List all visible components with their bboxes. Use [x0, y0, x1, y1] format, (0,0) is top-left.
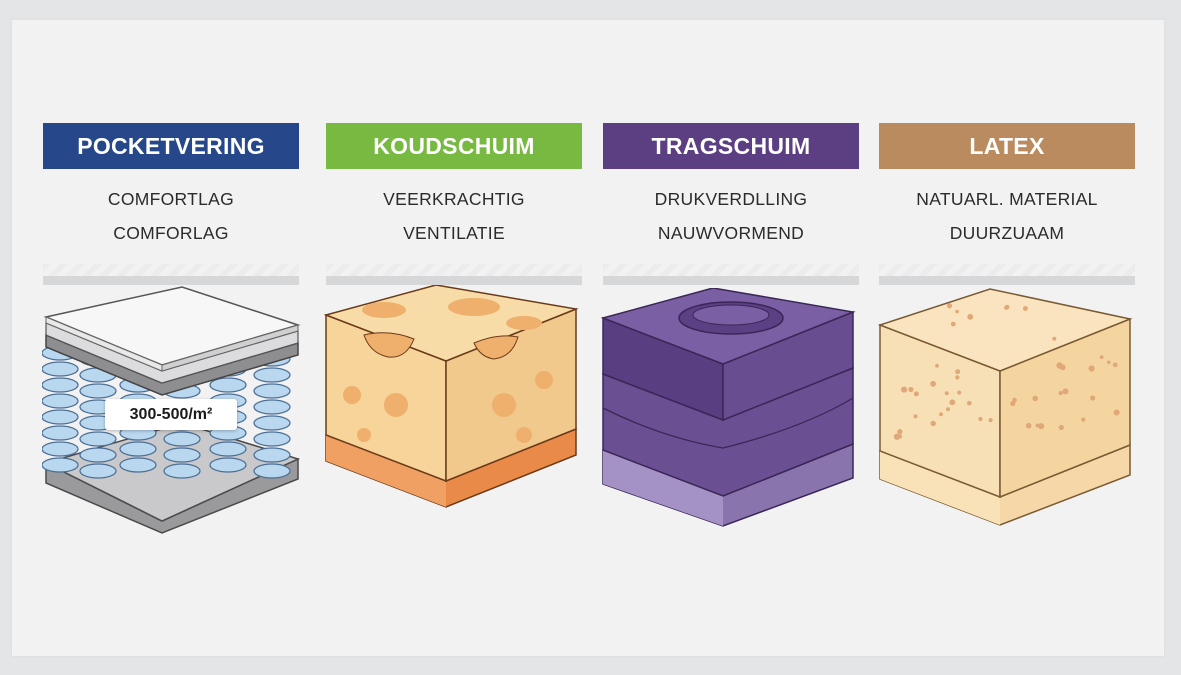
spring-coil — [253, 415, 291, 431]
spring-coil — [42, 409, 79, 425]
pocket-spring-mattress-icon — [42, 286, 301, 534]
latex-pore — [897, 434, 903, 439]
spring-coil — [209, 457, 247, 473]
spring-coil — [42, 457, 79, 473]
latex-pore — [955, 375, 960, 380]
latex-pore — [1107, 360, 1111, 365]
spring-coil — [79, 383, 117, 399]
latex-pore — [950, 321, 956, 327]
spring-coil — [209, 377, 247, 393]
latex-pore — [913, 391, 919, 397]
header-pocketvering: POCKETVERING — [43, 123, 299, 169]
spring-coil — [253, 463, 291, 479]
spring-coil — [253, 383, 291, 399]
latex-pore — [1113, 409, 1120, 416]
latex-pore — [1081, 417, 1086, 422]
spring-coil — [42, 361, 79, 377]
latex-block-icon — [878, 288, 1133, 526]
latex-pore — [1010, 400, 1016, 407]
feature-tragschuim-1: DRUKVERDLLING — [654, 189, 808, 209]
spring-density-badge: 300-500/m² — [105, 399, 237, 430]
latex-pore — [978, 416, 983, 422]
latex-pore — [935, 363, 939, 368]
column-koudschuim: KOUDSCHUIM VEERKRACHTIG VENTILATIE — [326, 123, 582, 244]
latex-pore — [988, 418, 993, 423]
spring-coil — [42, 425, 79, 441]
divider-tragschuim — [603, 264, 859, 285]
latex-pore — [930, 380, 936, 387]
spring-coil — [42, 377, 79, 393]
spring-coil — [119, 457, 157, 473]
spring-coil — [42, 393, 79, 409]
spring-coil — [42, 441, 79, 457]
spring-coil — [253, 399, 291, 415]
latex-pore — [1052, 336, 1057, 341]
latex-pore — [946, 407, 950, 412]
feature-latex-1: NATUARL. MATERIAL — [916, 189, 1098, 209]
header-koudschuim: KOUDSCHUIM — [326, 123, 582, 169]
divider-latex — [879, 264, 1135, 285]
latex-pore — [1062, 388, 1069, 395]
spring-coil — [119, 441, 157, 457]
latex-pore — [967, 400, 972, 406]
spring-coil — [163, 447, 201, 463]
feature-koudschuim-2: VENTILATIE — [403, 223, 505, 243]
feature-koudschuim-1: VEERKRACHTIG — [383, 189, 525, 209]
latex-pore — [949, 399, 956, 406]
feature-latex-2: DUURZUAAM — [949, 223, 1065, 243]
divider-koudschuim — [326, 264, 582, 285]
latex-pore — [944, 391, 949, 396]
spring-coil — [79, 431, 117, 447]
feature-tragschuim-2: NAUWVORMEND — [657, 223, 805, 243]
spring-coil — [209, 441, 247, 457]
latex-pore — [1025, 422, 1032, 429]
spring-coil — [79, 447, 117, 463]
column-latex: LATEX NATUARL. MATERIAL DUURZUAAM — [879, 123, 1135, 244]
latex-pore — [1090, 395, 1096, 401]
feature-pocketvering-2: COMFORLAG — [113, 223, 229, 243]
latex-pore — [1058, 424, 1064, 431]
spring-coil — [253, 447, 291, 463]
latex-pore — [1088, 365, 1095, 372]
latex-pore — [930, 420, 936, 427]
latex-pore — [946, 303, 953, 309]
cold-foam-block-icon — [324, 285, 579, 508]
header-tragschuim: TRAGSCHUIM — [603, 123, 859, 169]
spring-coil — [163, 431, 201, 447]
latex-pore — [955, 309, 959, 314]
latex-pore — [955, 369, 961, 375]
infographic-panel: POCKETVERING COMFORTLAG COMFORLAG KOUDSC… — [12, 20, 1164, 656]
latex-pore — [939, 412, 943, 417]
memory-foam-block-icon — [601, 288, 856, 527]
feature-pocketvering-1: COMFORTLAG — [107, 189, 235, 209]
latex-pore — [908, 386, 914, 393]
latex-pore — [913, 414, 918, 419]
latex-pore — [1058, 390, 1063, 396]
latex-pore — [1112, 362, 1118, 368]
spring-coil — [163, 463, 201, 479]
latex-pore — [957, 390, 962, 395]
latex-pore — [1023, 306, 1028, 311]
column-pocketvering: POCKETVERING COMFORTLAG COMFORLAG — [43, 123, 299, 244]
latex-pore — [1032, 395, 1038, 402]
latex-pore — [897, 429, 903, 435]
spring-coil — [79, 463, 117, 479]
latex-pore — [1004, 305, 1009, 310]
latex-pore — [901, 386, 908, 393]
latex-pore — [1099, 355, 1104, 359]
column-tragschuim: TRAGSCHUIM DRUKVERDLLING NAUWVORMEND — [603, 123, 859, 244]
spring-coil — [253, 367, 291, 383]
divider-pocketvering — [43, 264, 299, 285]
header-latex: LATEX — [879, 123, 1135, 169]
latex-pore — [1038, 423, 1045, 430]
spring-coil — [253, 431, 291, 447]
latex-pore — [1059, 364, 1066, 371]
latex-pore — [967, 313, 974, 320]
